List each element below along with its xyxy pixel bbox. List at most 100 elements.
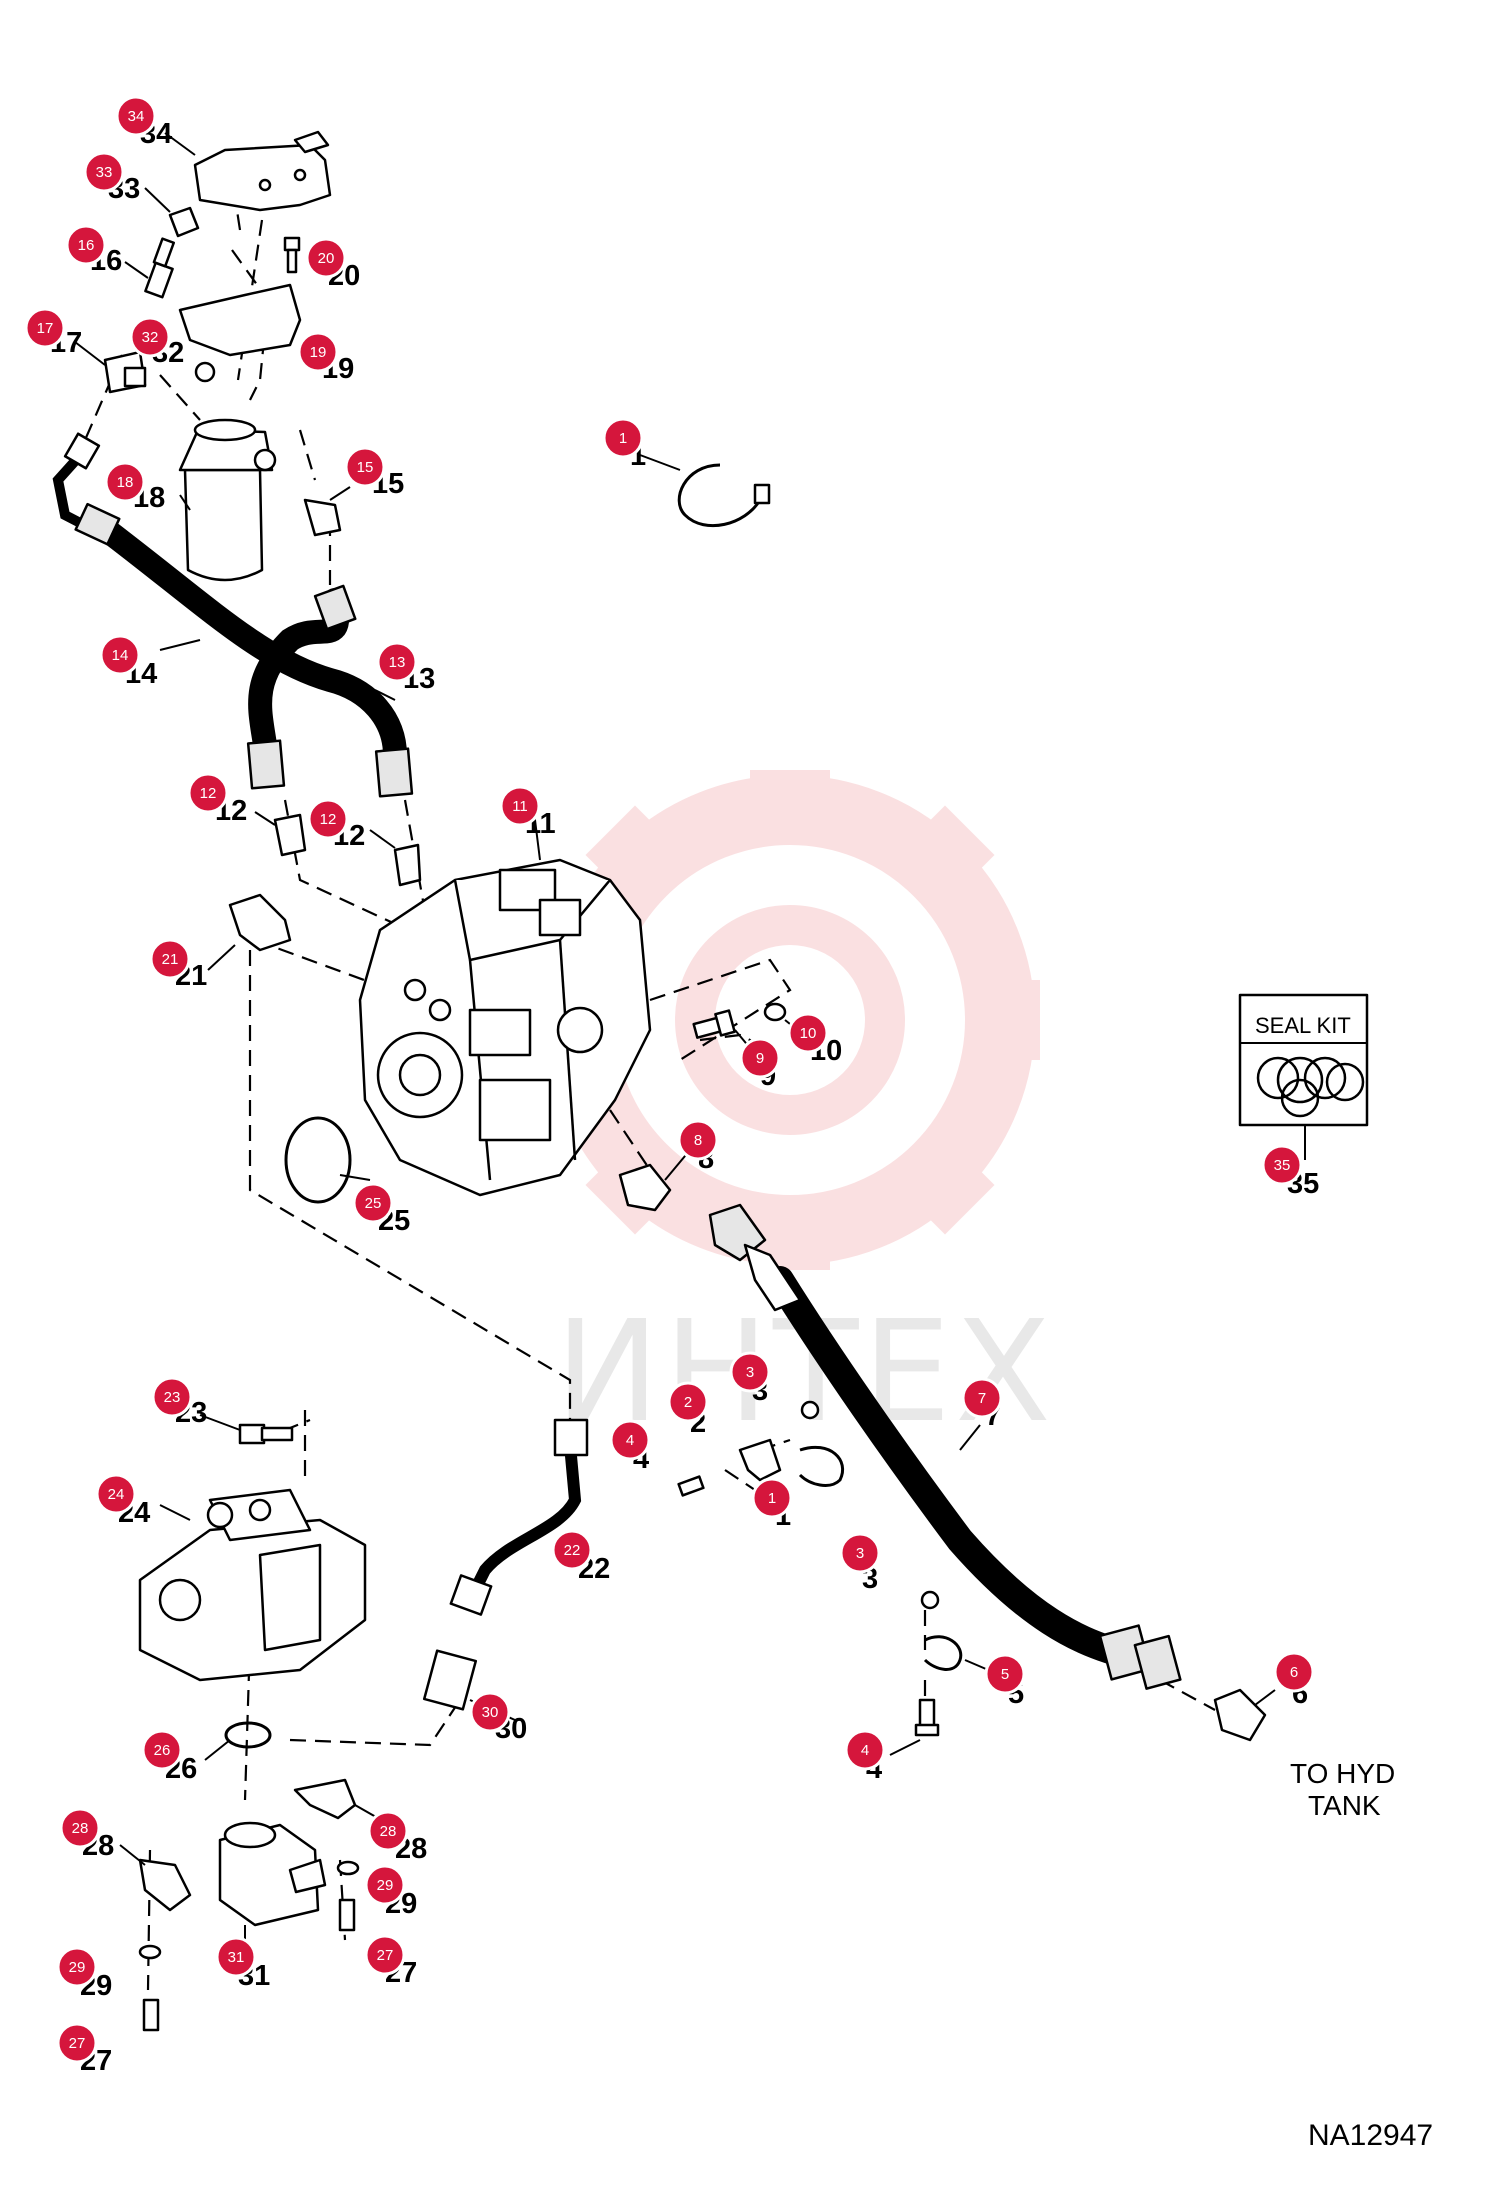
badge-23: 23 (151, 1376, 193, 1418)
badge-1-lower: 1 (751, 1477, 793, 1519)
badge-20: 20 (305, 237, 347, 279)
badge-9: 9 (739, 1037, 781, 1079)
badge-16: 16 (65, 224, 107, 266)
svg-text:16: 16 (78, 237, 95, 254)
washer-29-right (336, 1860, 360, 1876)
badge-6: 6 (1273, 1651, 1315, 1693)
svg-text:2: 2 (684, 1394, 692, 1411)
hose-7 (708, 1203, 1182, 1690)
fitting-12-right (393, 843, 422, 887)
badge-32: 32 (129, 316, 171, 358)
bracket-19 (178, 283, 302, 357)
svg-text:28: 28 (380, 1823, 397, 1840)
charge-pump-24 (138, 1488, 367, 1682)
svg-text:22: 22 (564, 1542, 581, 1559)
washer-10 (763, 1002, 787, 1022)
tank-note-line-2: TANK (1308, 1790, 1381, 1821)
clip-2 (738, 1438, 782, 1482)
o-ring-25 (284, 1116, 352, 1204)
callout-badges: 34 33 16 20 17 32 19 1 18 15 14 13 12 12… (24, 95, 1315, 2064)
svg-text:6: 6 (1290, 1664, 1298, 1681)
elbow-fitting-21 (228, 893, 292, 952)
svg-text:19: 19 (310, 344, 327, 361)
clamp-1-lower (798, 1445, 845, 1487)
badge-17: 17 (24, 307, 66, 349)
adapter-6 (1213, 1688, 1267, 1742)
o-ring-26 (224, 1721, 272, 1749)
svg-text:27: 27 (377, 1947, 394, 1964)
svg-text:32: 32 (142, 329, 159, 346)
svg-text:29: 29 (69, 1959, 86, 1976)
svg-text:23: 23 (164, 1389, 181, 1406)
nut-32 (194, 361, 216, 383)
tee-fitting-17 (103, 350, 147, 394)
hydraulic-pump-11 (358, 858, 652, 1197)
svg-text:4: 4 (861, 1742, 869, 1759)
seal-kit-35 (1238, 993, 1369, 1127)
badge-12-right: 12 (307, 798, 349, 840)
svg-text:8: 8 (694, 1132, 702, 1149)
bolt-27-left (142, 1998, 160, 2032)
svg-text:25: 25 (365, 1195, 382, 1212)
bolt-27-right (338, 1898, 356, 1932)
nut-3-upper (800, 1400, 820, 1420)
badge-13: 13 (376, 641, 418, 683)
svg-text:20: 20 (318, 250, 335, 267)
svg-text:28: 28 (72, 1820, 89, 1837)
bolt-20 (283, 236, 301, 274)
svg-text:30: 30 (482, 1704, 499, 1721)
badge-8: 8 (677, 1119, 719, 1161)
badge-19: 19 (297, 331, 339, 373)
fitting-30 (422, 1649, 478, 1711)
hose-13 (246, 584, 357, 790)
svg-text:10: 10 (800, 1025, 817, 1042)
bolt-9 (692, 1009, 736, 1039)
svg-text:9: 9 (756, 1050, 764, 1067)
badge-11: 11 (499, 785, 541, 827)
badge-7: 7 (961, 1377, 1003, 1419)
drawing-code: NA12947 (1308, 2119, 1433, 2152)
badge-24: 24 (95, 1473, 137, 1515)
badge-29-left: 29 (56, 1946, 98, 1988)
svg-text:3: 3 (746, 1364, 754, 1381)
badge-12-left: 12 (187, 772, 229, 814)
badge-1-top: 1 (602, 417, 644, 459)
badge-30: 30 (469, 1691, 511, 1733)
badge-34: 34 (115, 95, 157, 137)
svg-text:4: 4 (626, 1432, 634, 1449)
badge-31: 31 (215, 1936, 257, 1978)
badge-27-left: 27 (56, 2022, 98, 2064)
svg-text:27: 27 (69, 2035, 86, 2052)
badge-25: 25 (352, 1182, 394, 1224)
mounting-bracket-34 (193, 130, 332, 212)
badge-28-left: 28 (59, 1807, 101, 1849)
badge-29-right: 29 (364, 1864, 406, 1906)
hose-14 (74, 502, 414, 798)
svg-text:26: 26 (154, 1742, 171, 1759)
badge-21: 21 (149, 938, 191, 980)
seal-kit-label: SEAL KIT (1255, 1013, 1351, 1038)
fitting-12-left (273, 813, 307, 857)
badge-4-lower: 4 (844, 1729, 886, 1771)
tube-18-line (52, 432, 101, 533)
svg-text:24: 24 (108, 1486, 125, 1503)
tube-22 (449, 1418, 589, 1616)
callout-labels: 34 33 16 20 17 32 19 1 18 15 14 13 12 12… (50, 118, 1319, 2077)
badge-14: 14 (99, 634, 141, 676)
svg-text:5: 5 (1001, 1666, 1009, 1683)
badge-4-upper: 4 (609, 1419, 651, 1461)
svg-text:17: 17 (37, 320, 54, 337)
svg-text:18: 18 (117, 474, 134, 491)
svg-text:31: 31 (228, 1949, 245, 1966)
elbow-fitting-15 (303, 498, 342, 537)
svg-text:1: 1 (619, 430, 627, 447)
badge-2: 2 (667, 1381, 709, 1423)
svg-text:12: 12 (320, 811, 337, 828)
svg-text:29: 29 (377, 1877, 394, 1894)
svg-text:33: 33 (96, 164, 113, 181)
tank-note-line-1: TO HYD (1290, 1758, 1395, 1789)
clamp-1-top (677, 463, 771, 528)
badge-33: 33 (83, 151, 125, 193)
svg-text:14: 14 (112, 647, 129, 664)
